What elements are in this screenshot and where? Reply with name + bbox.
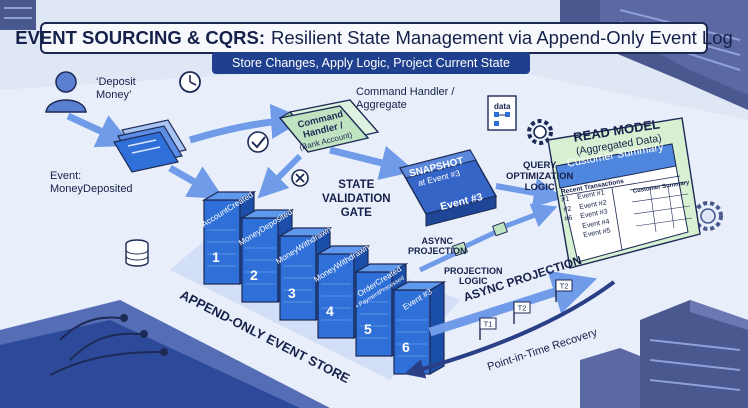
projection-line-1: PROJECTION — [444, 266, 503, 276]
event-block-top — [277, 227, 333, 237]
read-model-row-id — [568, 237, 584, 240]
async-small-line-1: ASYNC — [421, 236, 454, 246]
projection-node-a — [452, 241, 468, 257]
check-icon — [247, 131, 269, 153]
deposit-money-label: ‘Deposit Money’ — [96, 76, 136, 102]
recovery-timeline — [404, 280, 616, 379]
deposit-money-line-1: ‘Deposit — [96, 76, 136, 88]
async-projection-arrow — [428, 270, 598, 337]
flow-arrow-user-to-event — [66, 112, 133, 148]
flow-arrow-event-to-store — [168, 164, 225, 199]
flow-arrow-command-to-store — [257, 153, 303, 199]
validation-line-1: STATE — [338, 179, 375, 191]
projection-line-2: LOGIC — [459, 276, 488, 286]
data-doc-label: data — [494, 102, 511, 111]
projection-logic-label: PROJECTION LOGIC — [444, 266, 503, 286]
reject-icon — [291, 169, 309, 187]
title-banner: EVENT SOURCING & CQRS: Resilient State M… — [15, 22, 733, 54]
snapshot-box — [398, 149, 498, 227]
gear-icon-right — [693, 201, 723, 231]
validation-line-3: GATE — [340, 207, 372, 219]
flag-box — [513, 301, 531, 314]
deposit-money-line-2: Money’ — [96, 89, 132, 101]
async-projection-small-label: ASYNC PROJECTION — [408, 236, 467, 256]
event-block-top — [201, 191, 257, 201]
gear-icon — [527, 119, 553, 145]
state-validation-gate-label: STATE VALIDATION GATE — [322, 178, 391, 220]
event-label-line-2: MoneyDeposited — [50, 183, 133, 195]
flow-arrow-command-to-snapshot — [329, 145, 416, 180]
user-icon — [45, 71, 87, 113]
network-cables — [49, 314, 168, 376]
floor-panel-left-inner — [0, 320, 300, 408]
command-caption-line-1: Command Handler / — [356, 86, 455, 98]
flag-label: T2 — [518, 304, 527, 313]
event-block-number: 5 — [364, 321, 372, 337]
event-block-number: 3 — [288, 285, 296, 301]
flag-label: T1 — [484, 320, 493, 329]
event-block-top — [239, 209, 295, 219]
event-block-top — [353, 263, 409, 273]
title-bold: EVENT SOURCING & CQRS: — [15, 27, 266, 48]
data-document-icon — [487, 95, 517, 131]
title-rest: Resilient State Management via Append-On… — [271, 27, 733, 48]
event-blocks: AccountCreated1MoneyDeposited2MoneyWithd… — [200, 190, 447, 376]
command-handler-box — [278, 99, 380, 153]
flag-label: T2 — [560, 282, 569, 291]
timeline-flag: T2 — [555, 279, 573, 302]
subtitle-banner: Store Changes, Apply Logic, Project Curr… — [212, 52, 530, 74]
event-block-top — [315, 245, 371, 255]
query-line-3: LOGIC — [524, 182, 555, 193]
event-label: Event: MoneyDeposited — [50, 170, 133, 196]
event-block-top — [391, 281, 447, 291]
flow-arrow-snapshot-to-readmodel — [495, 178, 564, 208]
validation-line-2: VALIDATION — [322, 193, 391, 205]
query-line-1: QUERY — [522, 160, 557, 171]
timeline-flag: T2 — [513, 301, 531, 324]
read-model-row-id — [567, 228, 583, 231]
projection-connector-a — [418, 249, 460, 273]
command-caption-line-2: Aggregate — [356, 99, 407, 111]
event-block-number: 6 — [402, 339, 410, 355]
server-rack-top-left — [0, 0, 36, 30]
query-optimization-label: QUERY OPTIMIZATION LOGIC — [506, 160, 573, 193]
database-icon — [125, 239, 149, 267]
projection-connector-c — [505, 203, 558, 229]
clock-icon — [179, 71, 201, 93]
event-label-line-1: Event: — [50, 170, 82, 182]
document-stack-icon — [113, 119, 187, 173]
timeline-flag: T1 — [479, 317, 497, 340]
query-line-2: OPTIMIZATION — [506, 171, 574, 182]
projection-connector-b — [464, 229, 498, 249]
flag-box — [555, 279, 573, 292]
projection-node-b — [492, 221, 508, 237]
command-handler-caption: Command Handler / Aggregate — [356, 86, 454, 112]
event-block-number: 4 — [326, 303, 334, 319]
server-rack-bottom-right — [580, 300, 748, 408]
async-small-line-2: PROJECTION — [408, 246, 467, 256]
event-block-number: 2 — [250, 267, 258, 283]
event-block-number: 1 — [212, 249, 220, 265]
flag-box — [479, 317, 497, 330]
read-model-panel — [547, 117, 701, 269]
